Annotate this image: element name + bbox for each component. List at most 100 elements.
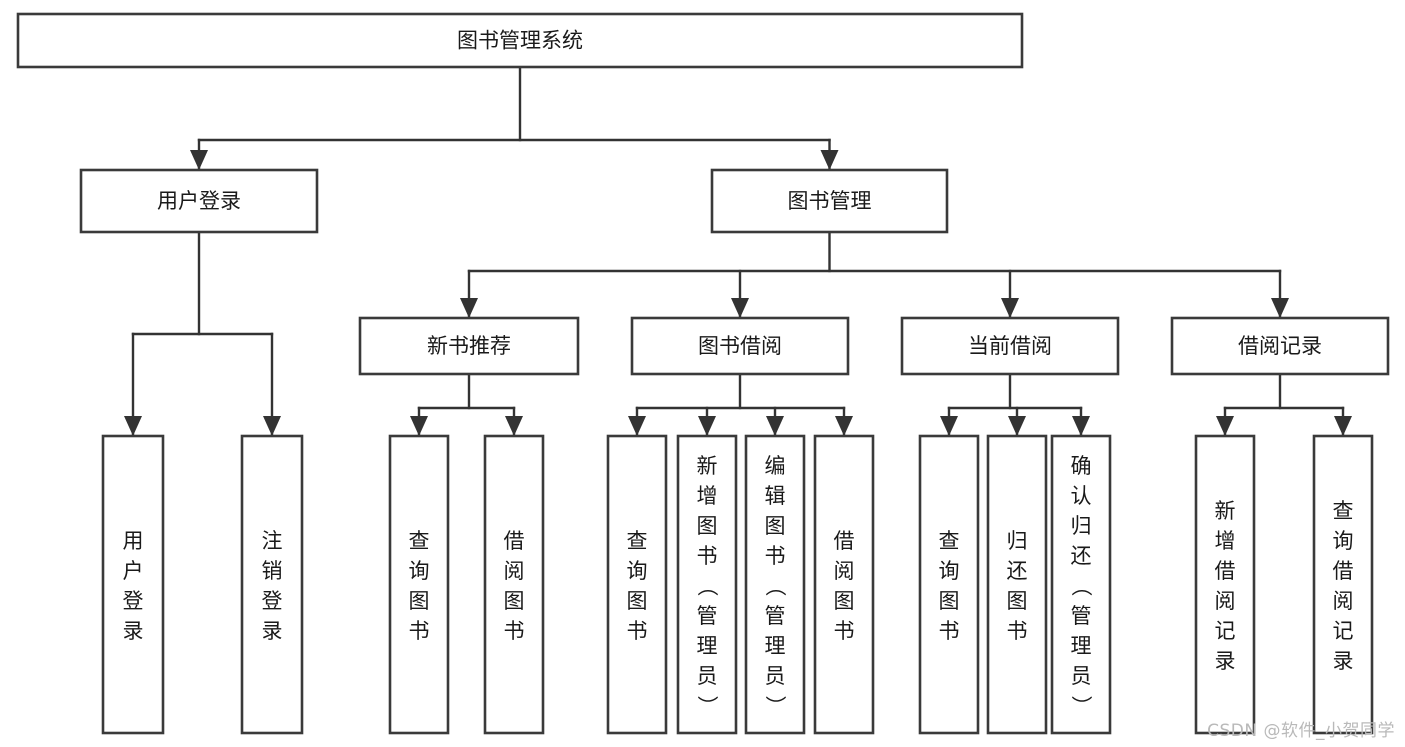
- node-label: 图书借阅: [698, 334, 782, 358]
- svg-text:）: ）: [695, 695, 719, 716]
- svg-text:增: 增: [697, 484, 718, 508]
- node-book-borrow[interactable]: 图书借阅: [630, 316, 850, 376]
- svg-text:理: 理: [697, 634, 718, 658]
- node-box[interactable]: [606, 434, 668, 735]
- node-current-borrow[interactable]: 当前借阅: [900, 316, 1120, 376]
- svg-text:辑: 辑: [765, 484, 786, 508]
- svg-text:员: 员: [1071, 664, 1092, 688]
- node-box[interactable]: [16, 12, 1024, 69]
- node-box[interactable]: [1170, 316, 1390, 376]
- node-label: 用户登录: [157, 189, 241, 213]
- arrow-head-icon: [698, 416, 716, 436]
- svg-text:新: 新: [1215, 499, 1236, 523]
- node-box[interactable]: [240, 434, 304, 735]
- node-root-root[interactable]: 图书管理系统: [16, 12, 1024, 69]
- node-box[interactable]: [986, 434, 1048, 735]
- node-box[interactable]: [1050, 434, 1112, 735]
- svg-text:）: ）: [763, 695, 787, 716]
- svg-text:借: 借: [834, 529, 855, 553]
- svg-text:询: 询: [1333, 529, 1354, 553]
- arrow-head-icon: [628, 416, 646, 436]
- svg-text:录: 录: [262, 619, 283, 643]
- svg-text:登: 登: [123, 589, 144, 613]
- node-box[interactable]: [918, 434, 980, 735]
- node-borrow-record[interactable]: 借阅记录: [1170, 316, 1390, 376]
- svg-text:登: 登: [262, 589, 283, 613]
- node-box[interactable]: [358, 316, 580, 376]
- svg-text:书: 书: [504, 619, 525, 643]
- node-box[interactable]: [1194, 434, 1256, 735]
- svg-text:查: 查: [1333, 499, 1354, 523]
- svg-text:阅: 阅: [504, 559, 525, 583]
- node-layer: 图书管理系统用户登录图书管理新书推荐图书借阅当前借阅借阅记录用户登录注销登录查询…: [16, 12, 1390, 735]
- arrow-head-icon: [1216, 416, 1234, 436]
- node-label: 借阅记录: [1238, 334, 1322, 358]
- svg-text:图: 图: [697, 514, 718, 538]
- node-box[interactable]: [388, 434, 450, 735]
- svg-text:（: （: [763, 575, 787, 596]
- svg-text:阅: 阅: [1333, 589, 1354, 613]
- svg-text:询: 询: [409, 559, 430, 583]
- svg-text:编: 编: [765, 454, 786, 478]
- node-box[interactable]: [101, 434, 165, 735]
- node-box[interactable]: [630, 316, 850, 376]
- svg-text:阅: 阅: [834, 559, 855, 583]
- node-user-login[interactable]: 用户登录: [79, 168, 319, 234]
- svg-text:书: 书: [834, 619, 855, 643]
- svg-text:书: 书: [1007, 619, 1028, 643]
- node-box[interactable]: [710, 168, 949, 234]
- node-label-vertical: 用户登录: [123, 529, 144, 643]
- node-new-book-recommend[interactable]: 新书推荐: [358, 316, 580, 376]
- svg-text:查: 查: [627, 529, 648, 553]
- node-box[interactable]: [813, 434, 875, 735]
- svg-text:增: 增: [1215, 529, 1236, 553]
- svg-text:管: 管: [1071, 604, 1092, 628]
- svg-text:确: 确: [1071, 454, 1092, 478]
- node-box[interactable]: [1312, 434, 1374, 735]
- node-leaf-user-login[interactable]: 用户登录: [101, 434, 165, 735]
- arrow-head-icon: [263, 416, 281, 436]
- node-book-management[interactable]: 图书管理: [710, 168, 949, 234]
- svg-text:录: 录: [1215, 649, 1236, 673]
- node-box[interactable]: [676, 434, 738, 735]
- arrow-head-icon: [505, 416, 523, 436]
- svg-text:书: 书: [939, 619, 960, 643]
- svg-text:注: 注: [262, 529, 283, 553]
- node-box[interactable]: [483, 434, 545, 735]
- arrow-head-icon: [1008, 416, 1026, 436]
- node-box[interactable]: [79, 168, 319, 234]
- svg-text:借: 借: [1215, 559, 1236, 583]
- svg-text:图: 图: [939, 589, 960, 613]
- svg-text:录: 录: [123, 619, 144, 643]
- svg-text:图: 图: [409, 589, 430, 613]
- svg-text:还: 还: [1071, 544, 1092, 568]
- node-box[interactable]: [900, 316, 1120, 376]
- node-label: 新书推荐: [427, 334, 511, 358]
- svg-text:管: 管: [697, 604, 718, 628]
- svg-text:理: 理: [765, 634, 786, 658]
- svg-text:）: ）: [1069, 695, 1093, 716]
- svg-text:理: 理: [1071, 634, 1092, 658]
- svg-text:图: 图: [627, 589, 648, 613]
- svg-text:记: 记: [1333, 619, 1354, 643]
- node-box[interactable]: [744, 434, 806, 735]
- arrow-head-icon: [190, 150, 208, 170]
- arrow-head-icon: [940, 416, 958, 436]
- svg-text:录: 录: [1333, 649, 1354, 673]
- svg-text:认: 认: [1071, 484, 1092, 508]
